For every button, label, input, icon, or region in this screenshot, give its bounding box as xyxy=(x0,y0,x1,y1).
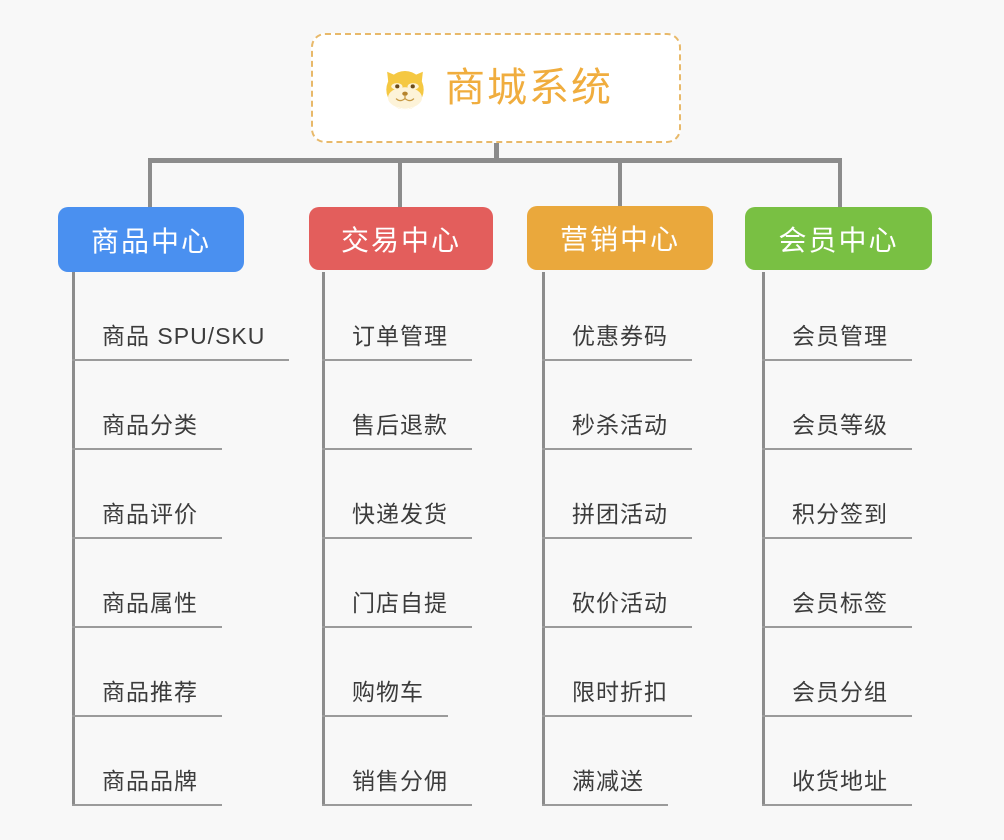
list-item[interactable]: 快递发货 xyxy=(322,450,472,539)
list-item[interactable]: 商品品牌 xyxy=(72,717,289,806)
connector-horizontal-bus xyxy=(148,158,842,163)
category-label: 交易中心 xyxy=(340,224,461,256)
leaf-label: 收货地址 xyxy=(762,767,912,806)
list-item[interactable]: 积分签到 xyxy=(762,450,912,539)
list-item[interactable]: 商品推荐 xyxy=(72,628,289,717)
column-trunk xyxy=(322,272,325,806)
leaf-label: 商品评价 xyxy=(72,500,222,539)
category-box-product-center[interactable]: 商品中心 xyxy=(58,207,244,272)
list-item[interactable]: 会员等级 xyxy=(762,361,912,450)
category-label: 营销中心 xyxy=(559,224,680,255)
column-trunk xyxy=(762,272,765,806)
list-item[interactable]: 商品分类 xyxy=(72,361,289,450)
leaf-label: 快递发货 xyxy=(322,500,472,539)
column-member-center: 会员管理 会员等级 积分签到 会员标签 会员分组 收货地址 xyxy=(762,272,912,806)
leaf-label: 优惠券码 xyxy=(542,322,692,361)
column-trunk xyxy=(72,272,75,806)
leaf-label: 商品分类 xyxy=(72,411,222,450)
column-trunk xyxy=(542,272,545,806)
column-marketing-center: 优惠券码 秒杀活动 拼团活动 砍价活动 限时折扣 满减送 xyxy=(542,272,692,806)
leaf-label: 会员分组 xyxy=(762,678,912,717)
list-item[interactable]: 商品 SPU/SKU xyxy=(72,272,290,361)
list-item[interactable]: 订单管理 xyxy=(322,272,472,361)
leaf-label: 商品 SPU/SKU xyxy=(72,322,290,361)
list-item[interactable]: 限时折扣 xyxy=(542,628,692,717)
connector-drop-column-2 xyxy=(398,158,402,208)
connector-drop-column-4 xyxy=(838,158,842,208)
leaf-label: 订单管理 xyxy=(322,322,472,361)
column-trade-center: 订单管理 售后退款 快递发货 门店自提 购物车 销售分佣 xyxy=(322,272,472,806)
leaf-label: 销售分佣 xyxy=(322,767,472,806)
leaf-label: 售后退款 xyxy=(322,411,472,450)
root-node-mall-system[interactable]: 商城系统 xyxy=(311,33,681,143)
leaf-label: 购物车 xyxy=(322,678,448,717)
leaf-label: 限时折扣 xyxy=(542,678,692,717)
leaf-label: 会员标签 xyxy=(762,589,912,628)
list-item[interactable]: 商品评价 xyxy=(72,450,289,539)
category-label: 商品中心 xyxy=(90,225,211,257)
connector-drop-column-3 xyxy=(618,158,622,208)
leaf-label: 积分签到 xyxy=(762,500,912,539)
list-item[interactable]: 商品属性 xyxy=(72,539,289,628)
list-item[interactable]: 满减送 xyxy=(542,717,692,806)
column-product-center: 商品 SPU/SKU 商品分类 商品评价 商品属性 商品推荐 商品品牌 xyxy=(72,272,290,806)
leaf-label: 商品属性 xyxy=(72,589,222,628)
connector-drop-column-1 xyxy=(148,158,152,208)
connector-root-stem xyxy=(494,143,499,162)
leaf-label: 门店自提 xyxy=(322,589,472,628)
leaf-label: 商品推荐 xyxy=(72,678,222,717)
leaf-label: 拼团活动 xyxy=(542,500,692,539)
shiba-dog-face-icon xyxy=(386,70,424,110)
leaf-label: 满减送 xyxy=(542,767,668,806)
list-item[interactable]: 门店自提 xyxy=(322,539,472,628)
leaf-label: 商品品牌 xyxy=(72,767,222,806)
list-item[interactable]: 拼团活动 xyxy=(542,450,692,539)
list-item[interactable]: 售后退款 xyxy=(322,361,472,450)
category-label: 会员中心 xyxy=(778,224,899,256)
list-item[interactable]: 会员分组 xyxy=(762,628,912,717)
list-item[interactable]: 会员标签 xyxy=(762,539,912,628)
list-item[interactable]: 购物车 xyxy=(322,628,472,717)
list-item[interactable]: 优惠券码 xyxy=(542,272,692,361)
list-item[interactable]: 收货地址 xyxy=(762,717,912,806)
root-title: 商城系统 xyxy=(445,66,613,110)
category-box-trade-center[interactable]: 交易中心 xyxy=(309,207,493,270)
leaf-label: 砍价活动 xyxy=(542,589,692,628)
leaf-label: 秒杀活动 xyxy=(542,411,692,450)
list-item[interactable]: 会员管理 xyxy=(762,272,912,361)
leaf-label: 会员等级 xyxy=(762,411,912,450)
list-item[interactable]: 秒杀活动 xyxy=(542,361,692,450)
category-box-member-center[interactable]: 会员中心 xyxy=(745,207,932,270)
list-item[interactable]: 砍价活动 xyxy=(542,539,692,628)
leaf-label: 会员管理 xyxy=(762,322,912,361)
category-box-marketing-center[interactable]: 营销中心 xyxy=(527,206,713,270)
list-item[interactable]: 销售分佣 xyxy=(322,717,472,806)
